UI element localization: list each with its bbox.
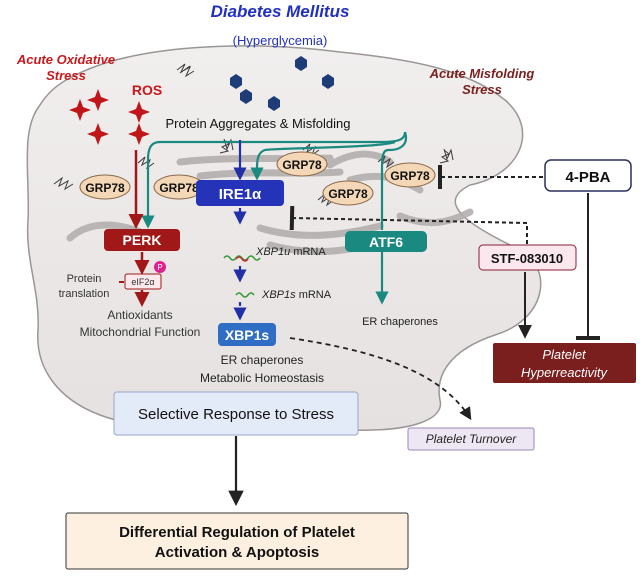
svg-text:ATF6: ATF6 — [369, 234, 403, 250]
phosphate-badge: P — [154, 261, 166, 273]
atf6-er-chaperones-label: ER chaperones — [362, 316, 438, 328]
eif2a-box: eIF2α — [124, 273, 162, 290]
stf-box: STF-083010 — [478, 244, 577, 271]
svg-text:XBP1s: XBP1s — [225, 327, 270, 343]
mitochondrial-function-label: Mitochondrial Function — [80, 325, 201, 339]
svg-text:Selective Response to Stress: Selective Response to Stress — [138, 406, 334, 423]
svg-text:GRP78: GRP78 — [159, 181, 199, 195]
svg-text:GRP78: GRP78 — [85, 181, 125, 195]
ros-label: ROS — [132, 82, 162, 98]
svg-text:PERK: PERK — [123, 232, 162, 248]
protein-translation-label-2: translation — [59, 288, 110, 300]
stf-ire1-inhibition — [289, 205, 528, 244]
pba-box: 4-PBA — [544, 159, 632, 192]
svg-text:GRP78: GRP78 — [390, 169, 430, 183]
antioxidants-label: Antioxidants — [107, 308, 172, 322]
xbp1u-mrna-label: XBP1u mRNA — [255, 246, 326, 258]
disease-title: Diabetes Mellitus — [211, 2, 350, 21]
xbp1s-er-chaperones-label: ER chaperones — [221, 353, 304, 367]
svg-text:Platelet Turnover: Platelet Turnover — [426, 432, 517, 446]
perk-box: PERK — [104, 229, 180, 251]
atf6-box: ATF6 — [345, 231, 427, 252]
grp78-chaperone-2: GRP78 — [153, 174, 205, 200]
misfolding-stress-label: Acute Misfolding — [429, 66, 535, 81]
platelet-hyperreactivity-box: Platelet Hyperreactivity — [493, 343, 636, 383]
metabolic-homeostasis-label: Metabolic Homeostasis — [200, 371, 324, 385]
oxidative-stress-label: Acute Oxidative — [16, 52, 115, 67]
ros-star-icons — [69, 89, 150, 145]
teal-signal-lines — [141, 131, 408, 305]
ire1-box: IRE1α — [196, 180, 284, 206]
svg-text:GRP78: GRP78 — [282, 158, 322, 172]
svg-text:GRP78: GRP78 — [328, 187, 368, 201]
svg-text:eIF2α: eIF2α — [131, 277, 154, 287]
xbp1s-box: XBP1s — [218, 323, 276, 346]
xbp1u-mrna-icon-2 — [235, 256, 249, 262]
oxidative-stress-label-2: Stress — [46, 68, 86, 83]
grp78-chaperone-1: GRP78 — [79, 174, 131, 200]
svg-text:Activation & Apoptosis: Activation & Apoptosis — [155, 544, 319, 561]
svg-text:P: P — [157, 263, 162, 272]
xbp1s-mrna-icon — [235, 292, 255, 298]
turnover-arrow — [289, 337, 472, 421]
perk-signal-lines — [128, 150, 150, 307]
glucose-hexagon-icons — [230, 56, 334, 111]
svg-text:4-PBA: 4-PBA — [565, 169, 610, 186]
aggregates-label: Protein Aggregates & Misfolding — [166, 116, 351, 131]
platelet-turnover-box: Platelet Turnover — [407, 427, 535, 451]
svg-text:STF-083010: STF-083010 — [491, 251, 563, 266]
protein-translation-label: Protein — [67, 273, 102, 285]
xbp1s-mrna-label: XBP1s mRNA — [261, 289, 332, 301]
svg-text:IRE1α: IRE1α — [219, 186, 262, 203]
grp78-chaperone-3: GRP78 — [276, 151, 328, 177]
svg-text:Hyperreactivity: Hyperreactivity — [521, 365, 608, 380]
selective-response-box: Selective Response to Stress — [113, 391, 359, 436]
svg-text:Platelet: Platelet — [542, 347, 587, 362]
misfolding-stress-label-2: Stress — [462, 82, 502, 97]
final-outcome-box: Differential Regulation of Platelet Acti… — [65, 512, 409, 570]
grp78-chaperone-4: GRP78 — [322, 180, 374, 206]
svg-text:Differential Regulation of Pla: Differential Regulation of Platelet — [119, 524, 355, 541]
grp78-chaperone-5: GRP78 — [384, 162, 436, 188]
condition-subtitle: (Hyperglycemia) — [233, 33, 328, 48]
